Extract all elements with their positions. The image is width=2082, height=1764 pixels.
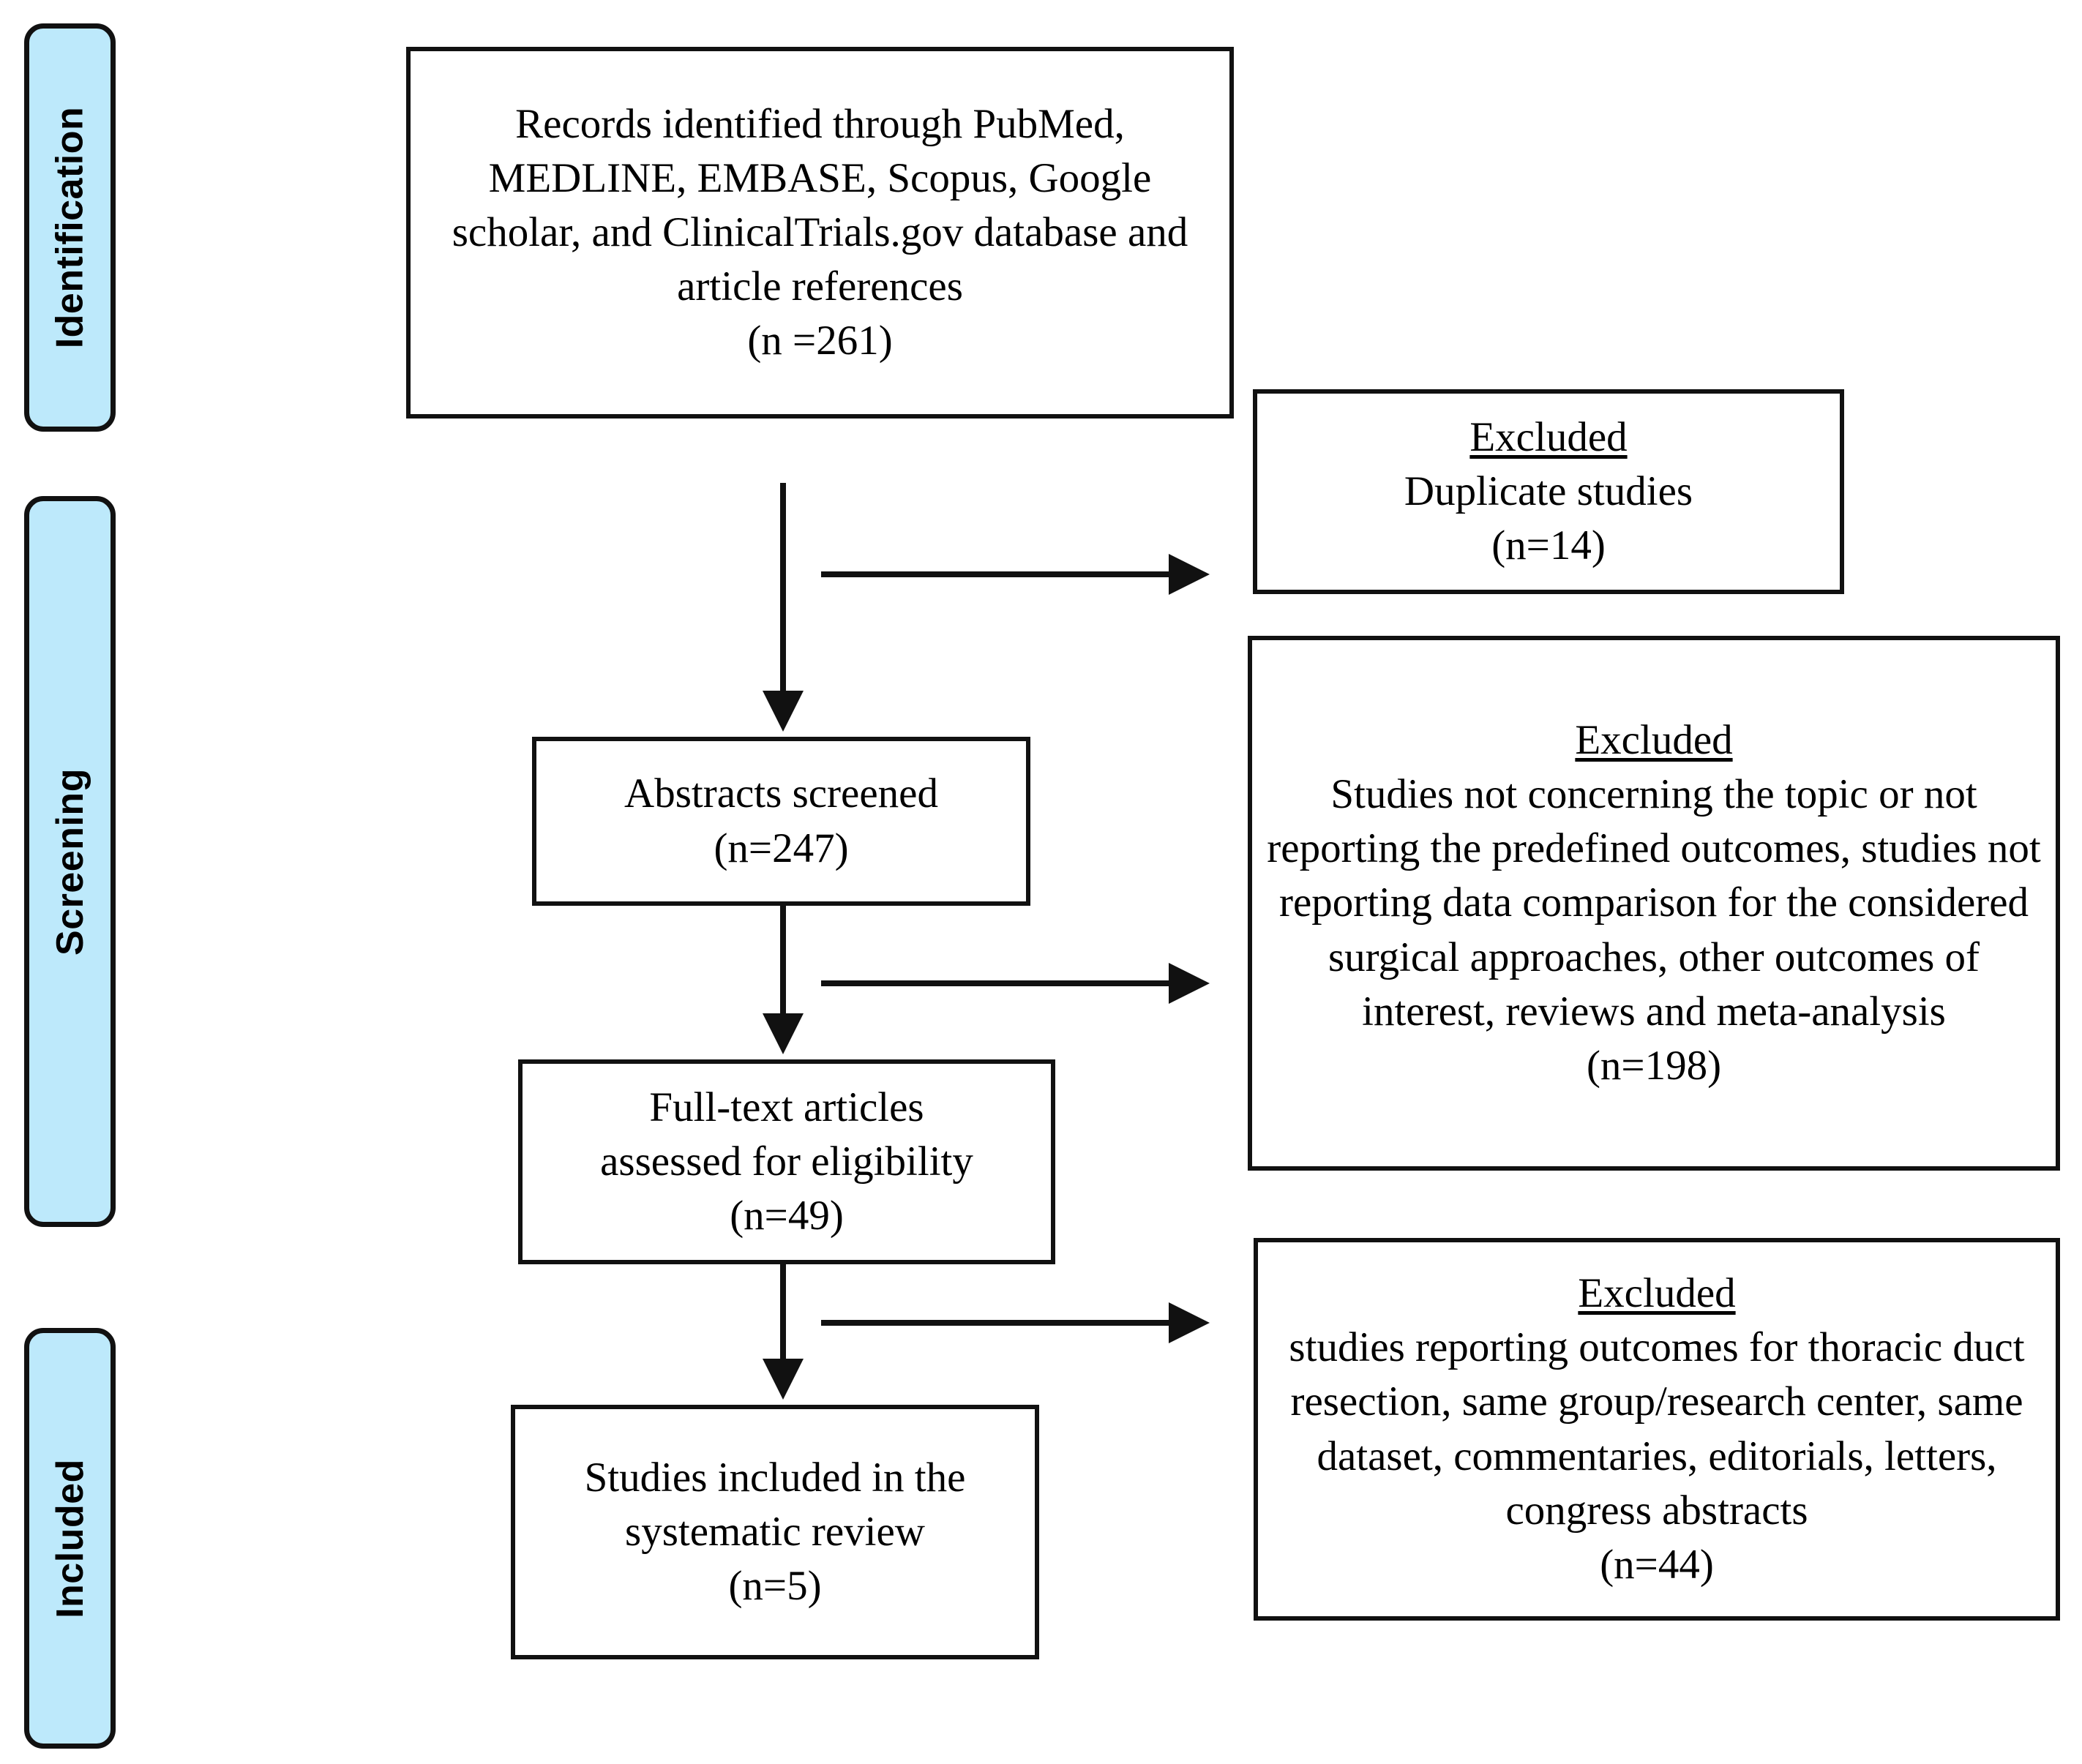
stage-pill-included: Included [24, 1328, 116, 1749]
excluded-box-duplicates-text: Duplicate studies (n=14) [1404, 468, 1693, 569]
stage-pill-identification: Identification [24, 23, 116, 432]
flow-box-studies-included-text: Studies included in the systematic revie… [584, 1454, 966, 1610]
flow-box-full-text-assessed-text: Full-text articles assessed for eligibil… [600, 1084, 973, 1239]
flow-box-full-text-assessed: Full-text articles assessed for eligibil… [518, 1059, 1055, 1264]
flow-box-records-identified-text: Records identified through PubMed, MEDLI… [452, 100, 1188, 364]
flow-box-records-identified: Records identified through PubMed, MEDLI… [406, 47, 1234, 419]
excluded-box-eligibility: Excluded studies reporting outcomes for t… [1254, 1238, 2060, 1621]
excluded-box-eligibility-text: studies reporting outcomes for thoracic … [1289, 1324, 2025, 1588]
excluded-box-screening-text: Studies not concerning the topic or not … [1267, 771, 2041, 1089]
excluded-box-screening-heading: Excluded [1575, 717, 1733, 764]
excluded-box-duplicates-heading: Excluded [1469, 413, 1628, 460]
excluded-box-eligibility-body: Excluded studies reporting outcomes for t… [1271, 1266, 2042, 1592]
excluded-box-eligibility-heading: Excluded [1578, 1270, 1736, 1317]
flow-box-abstracts-screened-text: Abstracts screened (n=247) [624, 770, 938, 871]
flow-box-studies-included: Studies included in the systematic revie… [511, 1405, 1039, 1659]
stage-pill-screening: Screening [24, 496, 116, 1227]
flow-box-abstracts-screened: Abstracts screened (n=247) [532, 737, 1030, 906]
